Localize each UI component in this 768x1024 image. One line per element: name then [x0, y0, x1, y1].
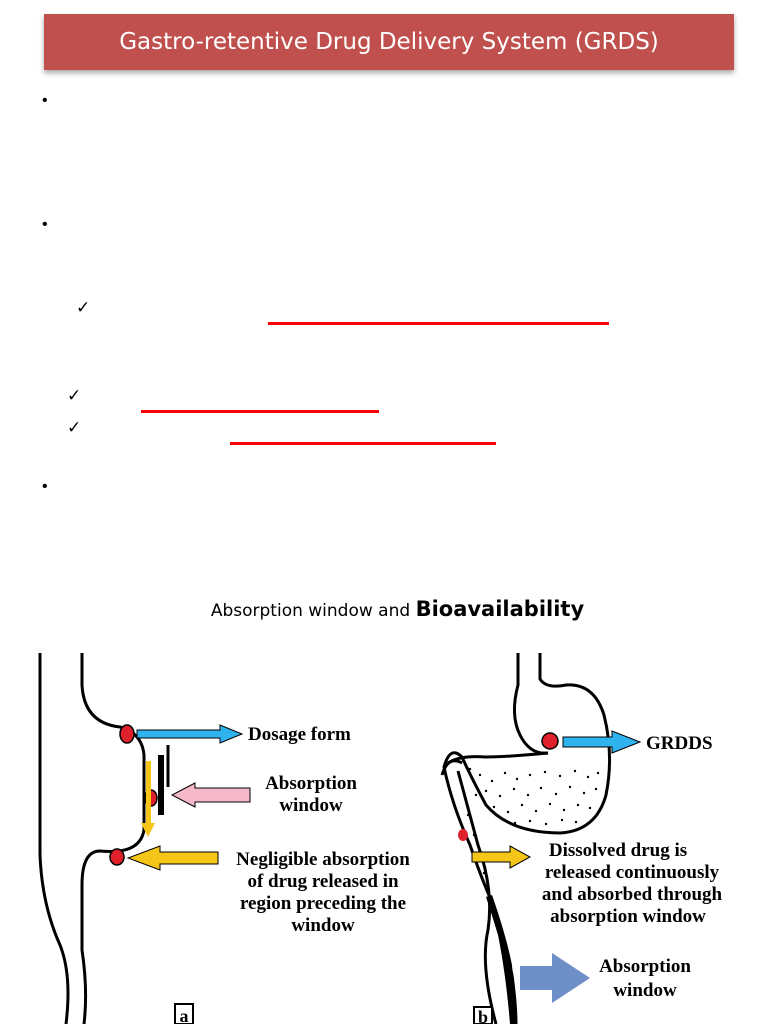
bullet-1: • [42, 92, 48, 109]
grdds-label: GRDDS [646, 733, 713, 754]
absorption-label-a-line2: window [279, 795, 343, 816]
checkmark-1: ✓ [76, 298, 91, 317]
steel-blue-arrow-icon [520, 953, 590, 1003]
absorption-label-a-line1: Absorption [265, 773, 357, 794]
dissolved-label-line1: Dissolved drug is [549, 840, 687, 861]
dissolved-label-line4: absorption window [550, 906, 706, 927]
absorption-label-b-line1: Absorption [599, 956, 691, 977]
panel-letter-box-b [473, 1006, 493, 1024]
negligible-label-line2: of drug released in [247, 871, 399, 892]
stomach-contents [466, 767, 600, 875]
absorption-label-b-line2: window [613, 980, 677, 1001]
drug-dot [541, 732, 559, 750]
checkmark-2: ✓ [67, 386, 82, 405]
checkmark-3: ✓ [67, 418, 82, 437]
drug-dot [458, 829, 468, 841]
intestine-tube-a [38, 653, 170, 1024]
pink-arrow-icon [170, 782, 251, 808]
page-title: Gastro-retentive Drug Delivery System (G… [119, 29, 659, 55]
caption-part1: Absorption window and [210, 601, 416, 621]
panel-letter-b: b [478, 1007, 488, 1024]
absorption-window-segment-b [486, 895, 516, 1024]
drug-dot [119, 724, 135, 744]
negligible-label-line4: window [291, 915, 355, 936]
dissolved-label-line3: and absorbed through [542, 884, 723, 905]
dosage-form-label: Dosage form [248, 724, 351, 745]
title-banner: Gastro-retentive Drug Delivery System (G… [44, 14, 734, 70]
blue-arrow-icon [562, 730, 642, 754]
underline-2 [141, 410, 379, 413]
dissolved-label-line2: released continuously [545, 862, 720, 883]
figure-caption: Absorption window and Bioavailability [0, 597, 768, 621]
underline-1 [268, 322, 609, 325]
panel-letter-box-a [174, 1003, 194, 1024]
yellow-arrow-icon [471, 845, 532, 869]
negligible-label-line3: region preceding the [240, 893, 406, 914]
caption-part2: Bioavailability [415, 597, 585, 621]
drug-dot [109, 848, 125, 866]
underline-3 [230, 442, 496, 445]
panel-letter-a: a [180, 1006, 189, 1024]
absorption-diagram: Dosage form Absorption window Negligible… [38, 653, 723, 1024]
negligible-label-line1: Negligible absorption [236, 849, 410, 870]
yellow-flow-arrow-icon [141, 761, 155, 837]
bullet-2: • [42, 216, 48, 233]
blue-arrow-icon [136, 724, 244, 744]
bullet-3: • [42, 478, 48, 495]
absorption-window-segment-a [158, 755, 164, 815]
yellow-arrow-icon [126, 845, 219, 871]
